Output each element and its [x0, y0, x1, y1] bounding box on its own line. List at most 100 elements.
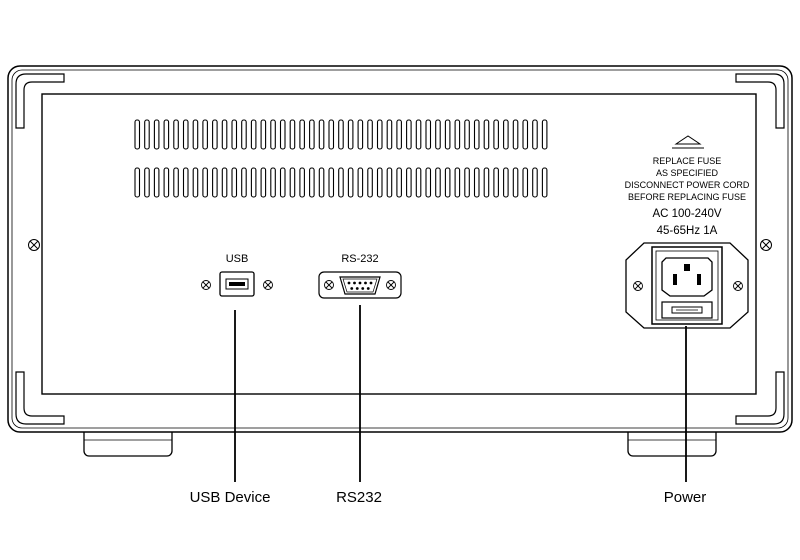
vent-slot [231, 119, 238, 150]
vent-slot [221, 119, 228, 150]
vent-slot [532, 167, 538, 198]
vent-slot [541, 167, 548, 198]
rs232-left-screw-icon [324, 280, 334, 290]
vent-slot [464, 119, 470, 150]
usb-left-screw-icon [201, 280, 211, 290]
rs232-right-screw-icon [386, 280, 396, 290]
db9-pin [369, 281, 373, 285]
db9-pin [358, 281, 362, 285]
vent-slot [473, 119, 480, 150]
vent-slot [173, 119, 179, 150]
vent-slot [260, 167, 267, 198]
fuse-warning: REPLACE FUSE AS SPECIFIED DISCONNECT POW… [625, 135, 750, 202]
rs232-callout: RS232 [336, 489, 382, 506]
fuse-warning-line-1: REPLACE FUSE [653, 156, 722, 166]
vent-slot [444, 119, 451, 150]
power-rating: AC 100-240V 45-65Hz 1A [652, 208, 721, 237]
vent-slot [435, 119, 441, 150]
db9-pin [350, 287, 354, 290]
vent-slot [299, 119, 305, 150]
vent-slot [425, 167, 432, 198]
rs232-port: RS-232 [318, 253, 402, 299]
vent-slot [406, 119, 412, 150]
vent-slot [512, 167, 519, 198]
vent-slot [192, 119, 199, 150]
vent-slot [260, 119, 267, 150]
warning-triangle-icon [672, 135, 704, 149]
usb-right-screw-icon [263, 280, 273, 290]
vent-slot [163, 119, 170, 150]
vent-slot [483, 167, 490, 198]
vent-slot [289, 167, 296, 198]
vent-slot [347, 119, 354, 150]
db9-pin [347, 281, 351, 285]
vent-slot [522, 119, 529, 150]
vent-slot [503, 119, 509, 150]
fuse-warning-line-3: DISCONNECT POWER CORD [625, 180, 750, 190]
vent-slot [473, 167, 480, 198]
vent-slot [444, 167, 451, 198]
fuse-warning-line-2: AS SPECIFIED [656, 168, 719, 178]
vent-slot [415, 119, 422, 150]
vent-slot [406, 167, 412, 198]
vent-slot [250, 167, 257, 198]
vent-slot [338, 119, 344, 150]
vent-slot [367, 167, 373, 198]
vent-slot [357, 119, 364, 150]
vent-slot [512, 119, 519, 150]
vent-slot [541, 119, 548, 150]
vent-slot [279, 167, 286, 198]
db9-pins [347, 281, 373, 290]
vent-slot [231, 167, 238, 198]
left-side-screw-icon [28, 239, 40, 251]
corner-handles [15, 73, 785, 425]
vent-slot [173, 167, 179, 198]
vent-slot [328, 119, 335, 150]
vent-slot [299, 167, 305, 198]
vent-slot [522, 167, 529, 198]
vent-slot [153, 167, 160, 198]
vent-slot [386, 119, 393, 150]
power-inlet [625, 242, 749, 329]
vent-slot [241, 119, 247, 150]
vent-slot [250, 119, 257, 150]
vent-slot [134, 119, 141, 150]
vent-slot [270, 119, 276, 150]
vent-slot [435, 167, 441, 198]
vent-slot [163, 167, 170, 198]
vent-slot [396, 167, 402, 198]
vent-slot [144, 167, 150, 198]
rs232-port-label: RS-232 [341, 253, 378, 265]
fuse-holder-icon [661, 301, 713, 319]
iec-socket-icon [661, 257, 713, 297]
vent-slot [386, 167, 393, 198]
vent-slot [212, 167, 218, 198]
db9-pin [355, 287, 359, 290]
vent-slot [279, 119, 286, 150]
vent-slot [338, 167, 344, 198]
vent-slot [241, 167, 247, 198]
vent-slot [376, 119, 383, 150]
db9-pin [361, 287, 365, 290]
usb-device-callout: USB Device [190, 489, 271, 506]
db9-pin [366, 287, 370, 290]
db9-pin [364, 281, 367, 285]
vent-slot [464, 167, 470, 198]
vent-slot [503, 167, 509, 198]
fuse-warning-line-4: BEFORE REPLACING FUSE [628, 192, 746, 202]
vent-slot [483, 119, 490, 150]
vent-slot [202, 167, 208, 198]
usb-port-label: USB [226, 253, 249, 265]
vent-slot [532, 119, 538, 150]
vent-slot [134, 167, 141, 198]
chassis-inner-outline [11, 69, 789, 429]
vent-slot [309, 167, 315, 198]
usb-port: USB [201, 253, 273, 297]
vent-slot [192, 167, 199, 198]
vent-slot [396, 119, 402, 150]
power-rating-frequency: 45-65Hz 1A [657, 225, 718, 237]
vent-slot [454, 119, 461, 150]
vent-slot [493, 119, 499, 150]
vent-slot [367, 119, 373, 150]
